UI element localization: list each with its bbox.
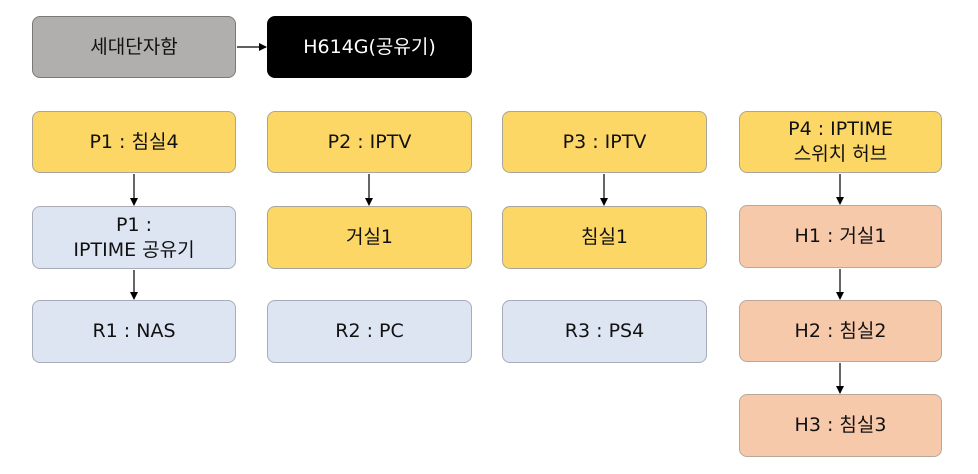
node-port-p3: P3 : IPTV: [502, 111, 707, 173]
node-port-p1: P1 : 침실4: [32, 111, 236, 173]
node-r1-nas: R1 : NAS: [32, 300, 236, 363]
node-router-h614g: H614G(공유기): [267, 16, 472, 78]
node-wall-box: 세대단자함: [32, 16, 236, 78]
node-port-p4-switch-hub: P4 : IPTIME 스위치 허브: [739, 111, 942, 173]
node-port-p2: P2 : IPTV: [267, 111, 472, 173]
node-p1-iptime-router: P1 : IPTIME 공유기: [32, 206, 236, 269]
node-living-room-1: 거실1: [267, 206, 472, 269]
node-r2-pc: R2 : PC: [267, 300, 472, 363]
node-r3-ps4: R3 : PS4: [502, 300, 707, 363]
node-h1-living-room-1: H1 : 거실1: [739, 205, 942, 268]
node-bedroom-1: 침실1: [502, 206, 707, 269]
node-h3-bedroom-3: H3 : 침실3: [739, 394, 942, 457]
node-h2-bedroom-2: H2 : 침실2: [739, 300, 942, 362]
